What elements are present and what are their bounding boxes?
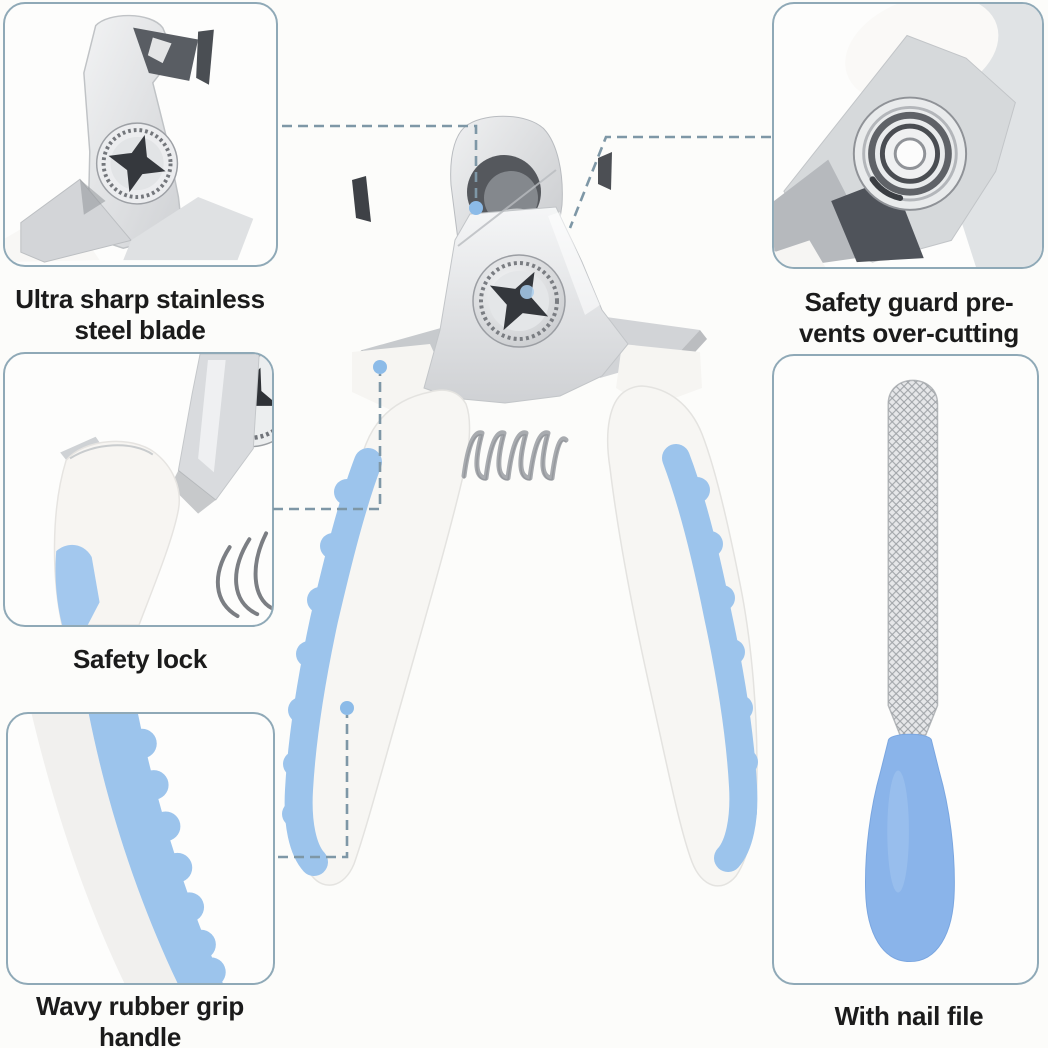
file-blade <box>887 379 939 736</box>
label-file: With nail file <box>834 1001 984 1031</box>
right-steel-wing <box>570 312 700 378</box>
left-grip <box>284 448 382 876</box>
callout-box-blade <box>3 2 278 267</box>
label-guard: Safety guard pre- vents over-cutting <box>799 287 1019 348</box>
right-grip <box>662 444 758 872</box>
file-handle <box>865 733 955 963</box>
label-lock: Safety lock <box>73 644 207 674</box>
spring <box>461 430 569 481</box>
callout-box-guard <box>772 2 1044 269</box>
leader-line-lock <box>273 374 382 511</box>
cutting-hole <box>467 155 541 229</box>
head-back-plate <box>450 115 563 272</box>
handle-white-band <box>31 714 178 983</box>
leader-line-guard <box>568 135 771 229</box>
label-blade: Ultra sharp stainless steel blade <box>15 284 265 345</box>
callout-box-file <box>772 354 1039 985</box>
right-wing-shadow <box>676 330 707 363</box>
slider-blue-grip <box>55 544 100 625</box>
label-grip: Wavy rubber grip handle <box>35 991 245 1048</box>
steel-shadow <box>79 179 106 215</box>
back-blade-edge <box>196 29 214 85</box>
blade-closeup-image <box>5 14 254 263</box>
hole-glint <box>482 208 530 230</box>
pivot-screw-icon <box>472 254 566 348</box>
clipper-handles <box>282 385 758 887</box>
spring-coils <box>215 531 272 619</box>
slider-edge-line <box>69 444 154 460</box>
head-front-plate <box>423 206 629 404</box>
steel-under-shadow <box>170 470 216 514</box>
right-blade-sliver <box>598 152 612 190</box>
left-wing-shadow <box>354 350 388 380</box>
nail-file-image <box>865 379 955 963</box>
lock-closeup-image <box>53 354 272 625</box>
guard-closeup-image <box>774 4 1042 267</box>
leader-dot-lock <box>373 360 387 374</box>
leader-line-grip <box>278 715 349 859</box>
left-grip-waves <box>282 479 360 827</box>
left-plastic-top <box>352 344 452 412</box>
screw-icon <box>95 122 179 205</box>
front-plate-highlight <box>548 212 600 315</box>
right-handle <box>606 385 758 887</box>
steel-highlight <box>198 359 226 473</box>
left-steel-wing <box>362 326 448 386</box>
left-handle <box>293 389 471 886</box>
lock-nut-icon <box>852 96 968 211</box>
file-handle-highlight <box>887 770 909 893</box>
clipper-head <box>352 115 707 412</box>
right-plastic-top <box>616 344 702 408</box>
plastic-tip <box>774 240 826 267</box>
grip-closeup-image <box>31 714 226 983</box>
lower-steel-right <box>123 197 254 261</box>
right-grip-waves <box>684 477 758 825</box>
leader-dots <box>340 201 483 715</box>
plate-seam <box>457 169 557 247</box>
callout-box-lock <box>3 352 274 627</box>
lower-steel-left <box>20 178 133 263</box>
leader-dot-blade <box>469 201 483 215</box>
callout-box-grip <box>6 712 275 985</box>
left-blade-sliver <box>352 176 371 222</box>
hole-inner-shade <box>484 171 538 225</box>
guard-shadow-wedge <box>831 177 924 263</box>
leader-line-blade <box>282 124 478 201</box>
leader-dot-grip <box>340 701 354 715</box>
blade-glint <box>147 37 172 64</box>
grip-wave-bumps <box>127 728 226 983</box>
